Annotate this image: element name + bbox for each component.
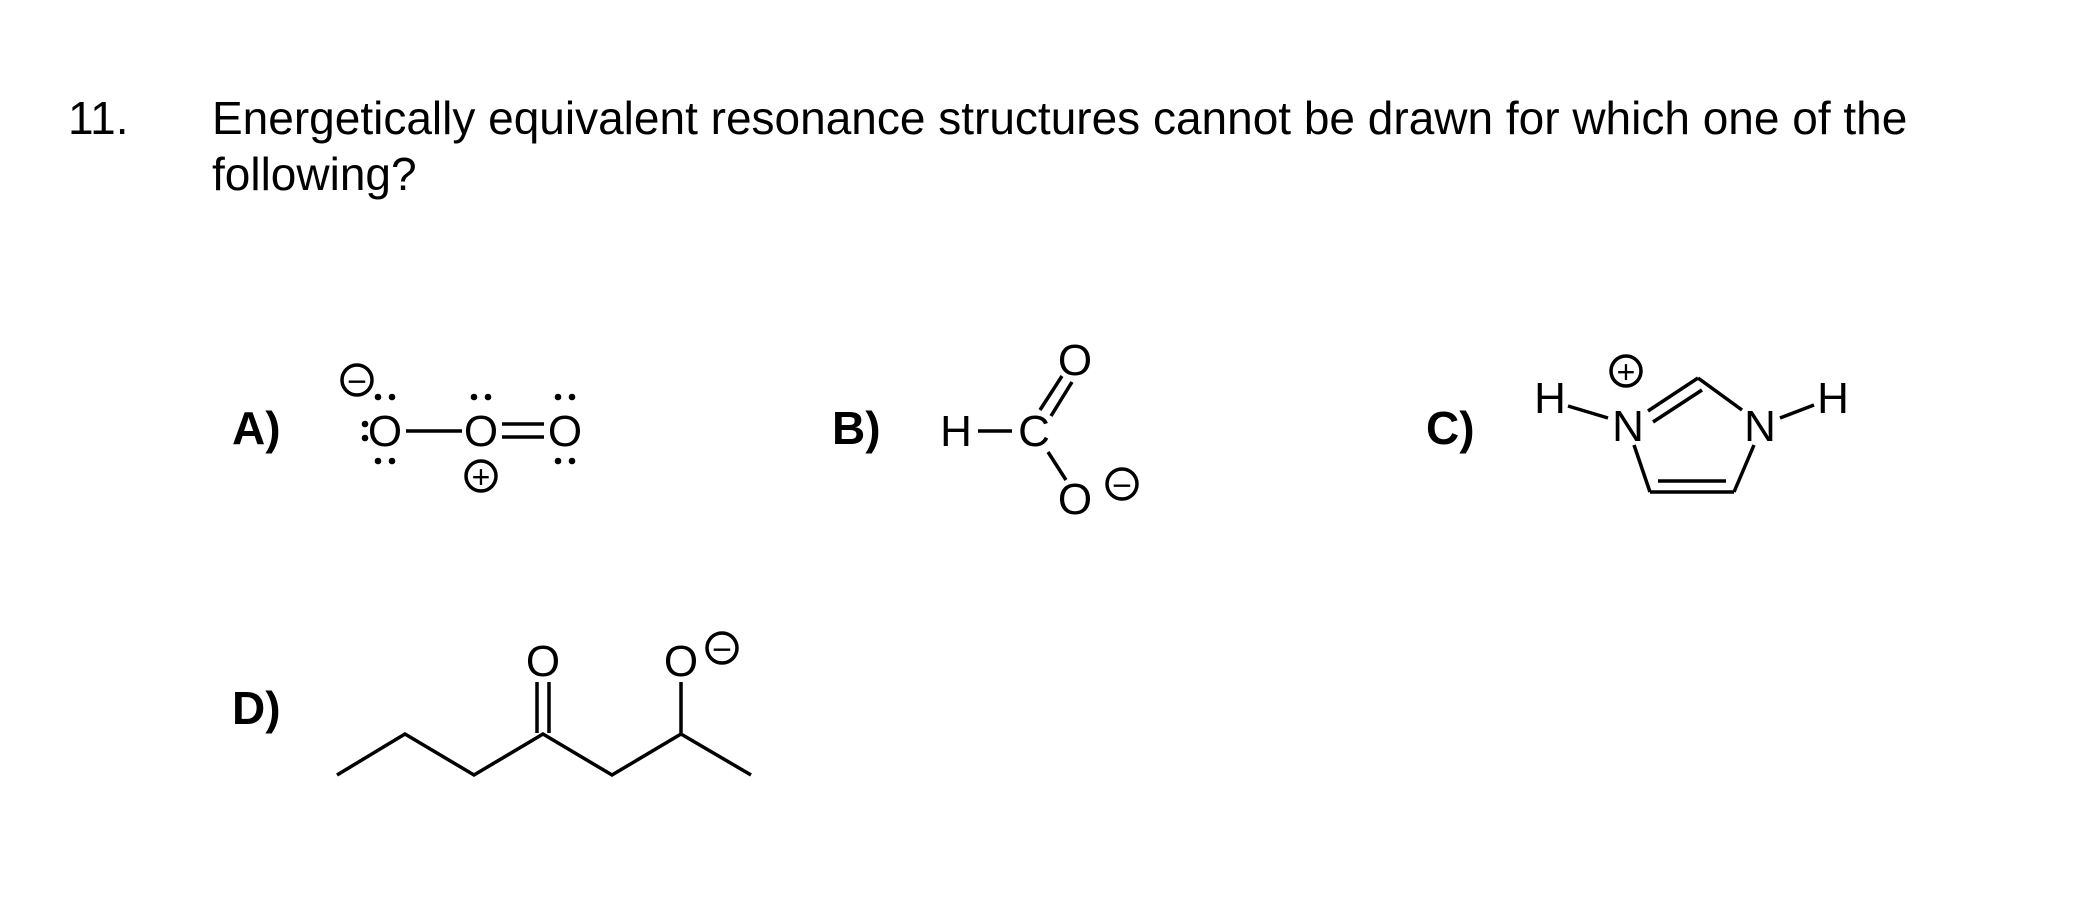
question-number: 11. — [68, 92, 129, 144]
bond-c-n1c2-1 — [1647, 376, 1699, 413]
choice-a-label[interactable]: A) — [232, 402, 281, 454]
bond-c-n3c4 — [1732, 444, 1756, 493]
bond-b-co-single — [1046, 451, 1068, 481]
atom-c-h-right: H — [1817, 374, 1849, 423]
carbon-chain-d — [336, 731, 752, 778]
structure-c[interactable]: H N N H + — [1534, 354, 1849, 494]
atom-c-n-right: N — [1744, 402, 1776, 451]
bond-c-n1c2-2 — [1652, 388, 1703, 424]
charge-circle-c-plus — [1609, 354, 1643, 388]
charge-b-minus: − — [1112, 467, 1132, 505]
lone-pairs-a2 — [470, 393, 492, 401]
atom-c-h-left: H — [1534, 374, 1566, 423]
atom-b-o-bottom: O — [1058, 475, 1092, 524]
atom-c-n-left: N — [1612, 402, 1644, 451]
bond-c-hn-left — [1567, 404, 1609, 420]
charge-circle-a-plus — [464, 459, 498, 493]
charge-d-minus: − — [712, 631, 732, 669]
bond-c-nh-right — [1779, 403, 1815, 420]
charge-circle-a-minus — [340, 363, 374, 397]
choice-b-label[interactable]: B) — [832, 402, 881, 454]
choice-c-label[interactable]: C) — [1426, 402, 1475, 454]
charge-a-plus: + — [472, 459, 491, 495]
atom-a1: O — [368, 407, 402, 456]
charge-c-plus: + — [1617, 354, 1636, 390]
structure-b[interactable]: H C O O − — [940, 336, 1139, 524]
structure-a[interactable]: O O O − + — [340, 363, 582, 495]
atom-b-o-top: O — [1058, 336, 1092, 385]
atom-d-o-ketone: O — [526, 637, 560, 686]
charge-a-minus: − — [347, 363, 367, 401]
atom-d-o-alkoxide: O — [664, 637, 698, 686]
bond-c-c2n3 — [1696, 376, 1744, 412]
charge-circle-d-minus — [705, 631, 739, 665]
atom-b-c: C — [1018, 407, 1050, 456]
bond-b-co-double-1 — [1038, 375, 1064, 411]
atom-a3: O — [548, 407, 582, 456]
choice-d-label[interactable]: D) — [232, 682, 281, 734]
atom-a2: O — [464, 407, 498, 456]
lone-pairs-a3 — [554, 393, 576, 465]
lone-pairs-a1 — [361, 393, 396, 465]
question-text: Energetically equivalent resonance struc… — [212, 92, 1908, 200]
bond-b-co-double-2 — [1049, 381, 1074, 417]
bond-c-c5n1 — [1632, 444, 1652, 493]
atom-b-h: H — [940, 407, 972, 456]
structure-d[interactable]: O O − — [336, 631, 752, 778]
charge-circle-b-minus — [1105, 467, 1139, 501]
